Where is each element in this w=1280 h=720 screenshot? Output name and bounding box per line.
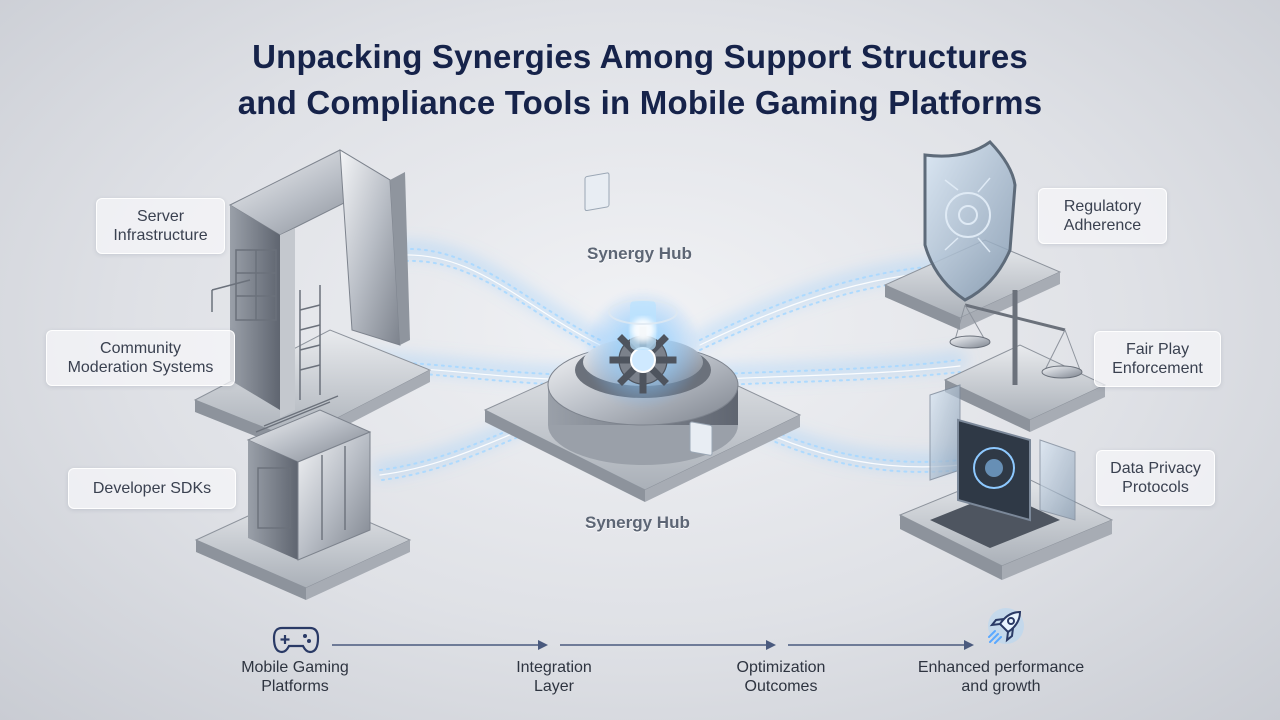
flow-line: Layer xyxy=(533,678,575,695)
label-developer-sdks: Developer SDKs xyxy=(68,468,236,509)
flow-arrows xyxy=(332,640,974,650)
label-fair-play-enforcement: Fair Play Enforcement xyxy=(1094,331,1221,387)
gamepad-icon xyxy=(272,626,320,654)
flow-step-integration: Integration Layer xyxy=(454,658,654,696)
flow-step-optimization: Optimization Outcomes xyxy=(681,658,881,696)
label-line: Regulatory xyxy=(1063,198,1142,215)
flow-line: Optimization xyxy=(736,659,826,676)
label-server-infrastructure: Server Infrastructure xyxy=(96,198,225,254)
regulatory-shield xyxy=(883,140,1062,330)
label-line: Server xyxy=(136,208,185,225)
label-community-moderation: Community Moderation Systems xyxy=(46,330,235,386)
flow-line: Mobile Gaming xyxy=(241,659,349,676)
label-line: Moderation Systems xyxy=(67,359,214,376)
label-regulatory-adherence: Regulatory Adherence xyxy=(1038,188,1167,244)
page-title: Unpacking Synergies Among Support Struct… xyxy=(0,34,1280,126)
flow-step-mobile-gaming: Mobile Gaming Platforms xyxy=(195,658,395,696)
label-line: Enforcement xyxy=(1112,360,1203,377)
label-line: Infrastructure xyxy=(113,227,208,244)
label-line: Protocols xyxy=(1122,479,1189,496)
flow-line: Enhanced performance xyxy=(917,659,1085,676)
flow-line: Outcomes xyxy=(744,678,818,695)
flow-line: Integration xyxy=(516,659,592,676)
sdk-structure xyxy=(194,395,412,600)
label-data-privacy-protocols: Data Privacy Protocols xyxy=(1096,450,1215,506)
label-line: Developer SDKs xyxy=(92,480,212,497)
flow-line: and growth xyxy=(961,678,1041,695)
hub-label-top: Synergy Hub xyxy=(587,244,692,263)
title-line-2: and Compliance Tools in Mobile Gaming Pl… xyxy=(237,84,1043,121)
label-line: Adherence xyxy=(1063,217,1142,234)
synergy-hub-device xyxy=(483,172,802,502)
fair-play-scales xyxy=(943,290,1107,432)
label-line: Fair Play xyxy=(1125,341,1190,358)
hub-label-bottom: Synergy Hub xyxy=(585,513,690,532)
label-line: Community xyxy=(100,340,181,357)
rocket-icon xyxy=(988,608,1024,644)
data-privacy-device xyxy=(898,384,1114,580)
label-line: Data Privacy xyxy=(1110,460,1201,477)
title-line-1: Unpacking Synergies Among Support Struct… xyxy=(252,38,1028,75)
flow-step-enhanced-performance: Enhanced performance and growth xyxy=(901,658,1101,696)
server-structure xyxy=(193,149,432,452)
flow-line: Platforms xyxy=(261,678,329,695)
